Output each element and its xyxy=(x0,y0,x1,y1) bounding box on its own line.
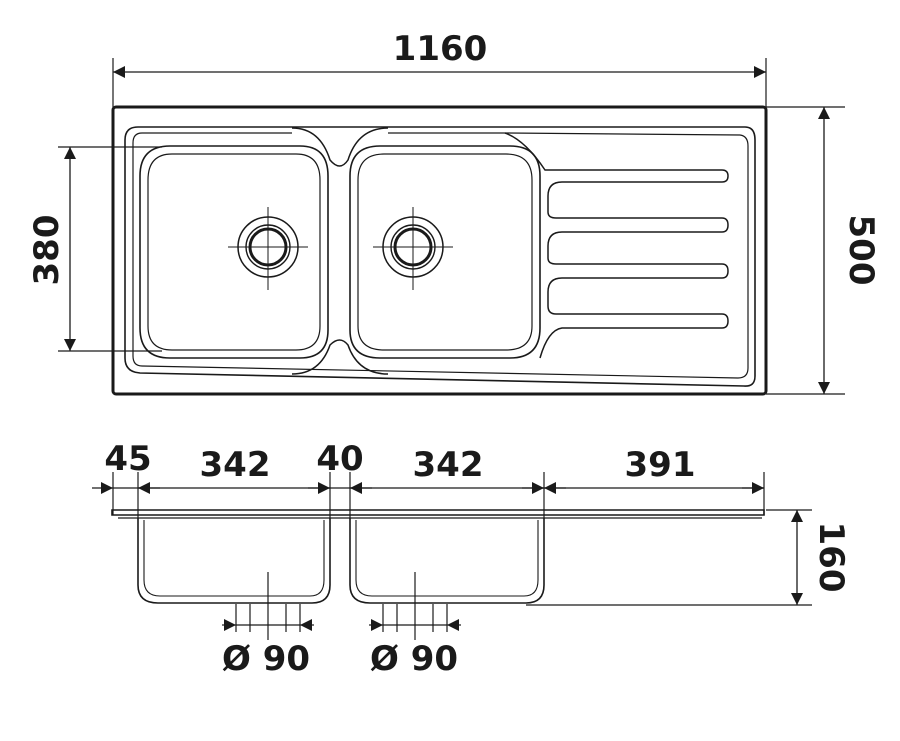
right-waste-outlet xyxy=(382,572,448,640)
top-view: 1160 500 380 xyxy=(27,29,881,396)
overall-width-label: 500 xyxy=(841,215,881,286)
left-bowl-profile xyxy=(137,518,331,604)
drainer-grooves xyxy=(504,132,729,359)
side-view: Ø 90 Ø 90 45 342 40 342 391 160 xyxy=(92,439,851,679)
right-bowl-profile xyxy=(349,518,545,604)
right-bowl xyxy=(349,145,541,359)
bowl-1-length-label: 342 xyxy=(200,445,271,485)
right-drain xyxy=(373,207,453,290)
drainer-length-label: 391 xyxy=(625,445,696,485)
sink-outline xyxy=(111,105,768,396)
left-waste-outlet xyxy=(235,572,301,640)
sink-rim xyxy=(124,126,756,387)
bowl-gap-label: 40 xyxy=(316,439,363,479)
right-waste-diameter-label: Ø 90 xyxy=(370,639,458,679)
left-drain xyxy=(228,207,308,290)
bowl-width-label: 380 xyxy=(27,215,67,286)
left-waste-diameter-label: Ø 90 xyxy=(222,639,310,679)
left-bowl xyxy=(139,145,329,359)
bowl-depth-label: 160 xyxy=(811,522,851,593)
overall-length-label: 1160 xyxy=(393,29,488,69)
bowl-bridge xyxy=(291,127,389,167)
left-margin-label: 45 xyxy=(104,439,151,479)
bowl-2-length-label: 342 xyxy=(413,445,484,485)
sink-deck-profile xyxy=(111,509,765,516)
